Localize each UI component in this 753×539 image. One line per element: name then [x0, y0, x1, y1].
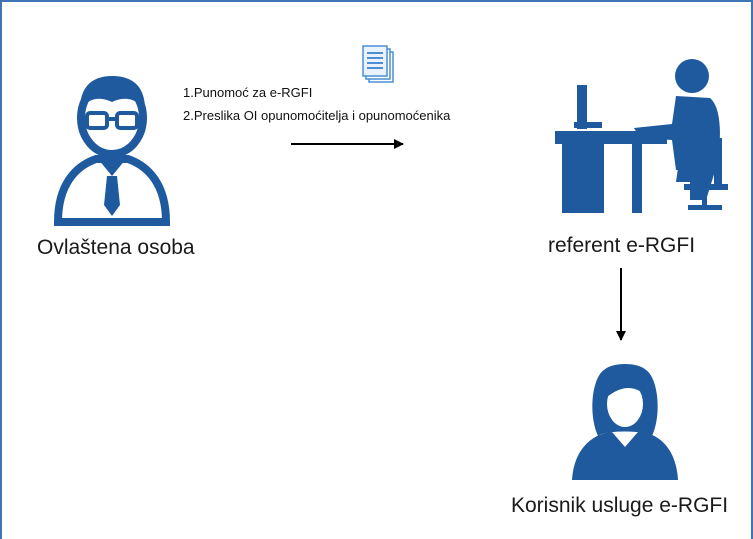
- businessman-icon: [53, 76, 171, 226]
- document-item-2: 2.Preslika OI opunomoćitelja i opunomoće…: [183, 108, 451, 123]
- referent-label: referent e-RGFI: [548, 234, 696, 257]
- service-user-label: Korisnik usluge e-RGFI: [511, 494, 729, 517]
- desk-worker-icon: [555, 59, 728, 213]
- woman-user-icon: [572, 364, 678, 480]
- documents-list: 1.Punomoć za e-RGFI 2.Preslika OI opunom…: [183, 81, 450, 127]
- authorized-person-label: Ovlaštena osoba: [37, 236, 195, 259]
- document-item-1: 1.Punomoć za e-RGFI: [183, 85, 313, 100]
- document-stack-icon: [362, 45, 394, 83]
